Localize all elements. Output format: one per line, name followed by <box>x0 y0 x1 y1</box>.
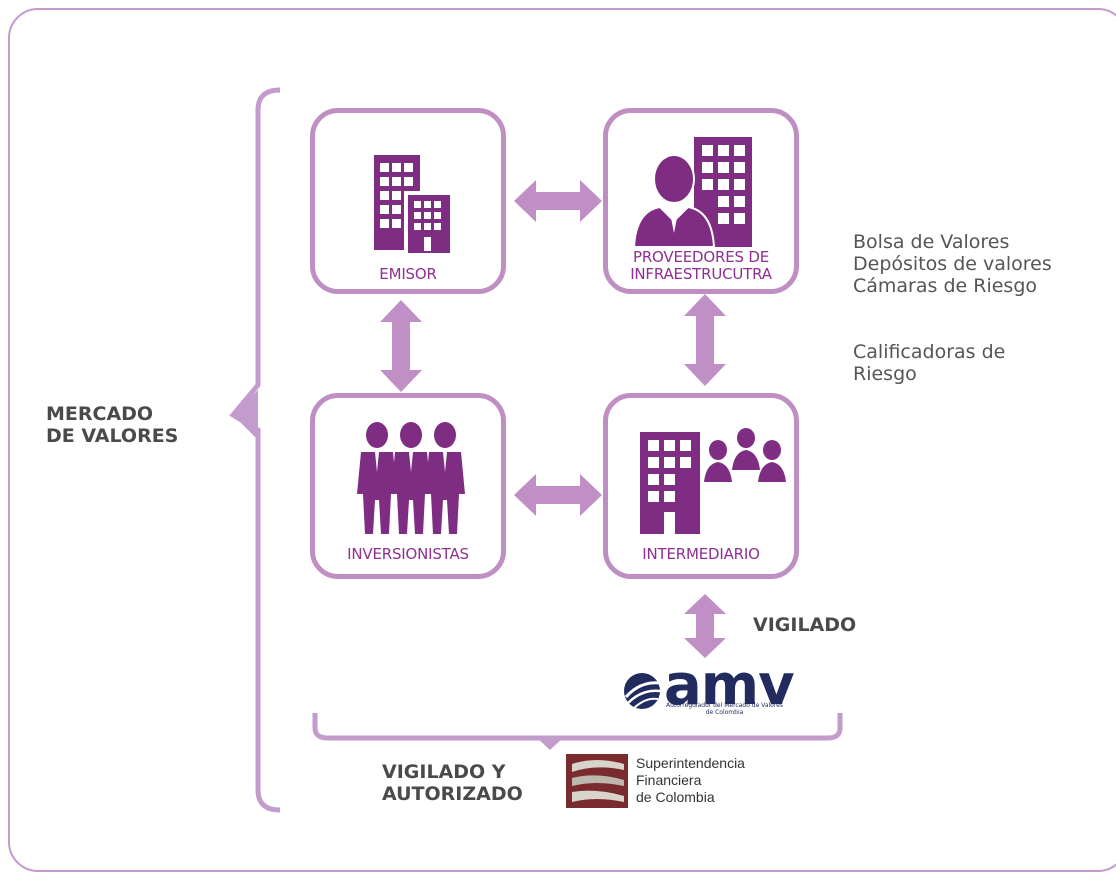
arrow-emisor-proveedores <box>514 180 602 222</box>
vigilado-autorizado-line2: AUTORIZADO <box>382 783 523 805</box>
amv-globe-icon <box>624 673 661 709</box>
arrow-proveedores-intermediario <box>684 294 726 386</box>
intermediario-label: INTERMEDIARIO <box>642 545 760 563</box>
calificadoras-line1: Calificadoras de <box>853 341 1006 363</box>
amv-wordmark: amv <box>664 653 795 718</box>
buildings-icon <box>374 155 452 253</box>
inversionistas-label: INVERSIONISTAS <box>347 545 469 563</box>
provider-building-person-icon <box>632 137 752 248</box>
arrow-intermediario-amv <box>684 594 726 658</box>
mercado-label: MERCADO DE VALORES <box>46 403 206 447</box>
arrow-emisor-inversionistas <box>380 300 422 392</box>
intermediary-building-people-icon <box>640 428 786 534</box>
proveedores-label-2: INFRAESTRUCUTRA <box>630 265 772 283</box>
inversionistas-node: INVERSIONISTAS <box>310 393 506 579</box>
arrow-inversionistas-intermediario <box>514 474 602 516</box>
vigilado-autorizado-label: VIGILADO Y AUTORIZADO <box>382 761 532 805</box>
calificadoras-line2: Riesgo <box>853 363 917 385</box>
supervision-bracket <box>312 713 843 750</box>
sfc-text: Superintendencia Financiera de Colombia <box>636 755 745 806</box>
amv-subtitle: Autorregulador del Mercado de Valores de… <box>662 702 787 716</box>
infraestructura-item: Depósitos de valores <box>853 253 1052 275</box>
sfc-emblem-icon <box>566 754 628 808</box>
calificadoras-text: Calificadoras de Riesgo <box>853 341 1103 385</box>
sfc-logo: Superintendencia Financiera de Colombia <box>566 751 786 811</box>
emisor-node: EMISOR <box>310 108 506 294</box>
sfc-line2: Financiera <box>636 772 702 788</box>
vigilado-label: VIGILADO <box>753 614 857 636</box>
amv-subtitle-line1: Autorregulador del Mercado de Valores <box>666 702 783 709</box>
sfc-line1: Superintendencia <box>636 755 745 771</box>
mercado-label-line1: MERCADO <box>46 403 154 425</box>
infraestructura-item: Cámaras de Riesgo <box>853 275 1037 297</box>
proveedores-label-1: PROVEEDORES DE <box>632 248 769 266</box>
infraestructura-list: Bolsa de Valores Depósitos de valores Cá… <box>853 231 1103 297</box>
investors-group-icon <box>357 422 465 534</box>
sfc-line3: de Colombia <box>636 789 715 805</box>
amv-subtitle-line2: de Colombia <box>705 709 744 716</box>
mercado-bracket <box>229 87 281 813</box>
vigilado-autorizado-line1: VIGILADO Y <box>382 761 506 783</box>
infraestructura-item: Bolsa de Valores <box>853 231 1010 253</box>
mercado-label-line2: DE VALORES <box>46 425 179 447</box>
outer-frame <box>8 8 1116 872</box>
proveedores-node: PROVEEDORES DE INFRAESTRUCUTRA <box>603 108 799 294</box>
emisor-label: EMISOR <box>379 265 437 283</box>
intermediario-node: INTERMEDIARIO <box>603 393 799 579</box>
amv-logo: amv Autorregulador del Mercado de Valore… <box>622 653 795 718</box>
